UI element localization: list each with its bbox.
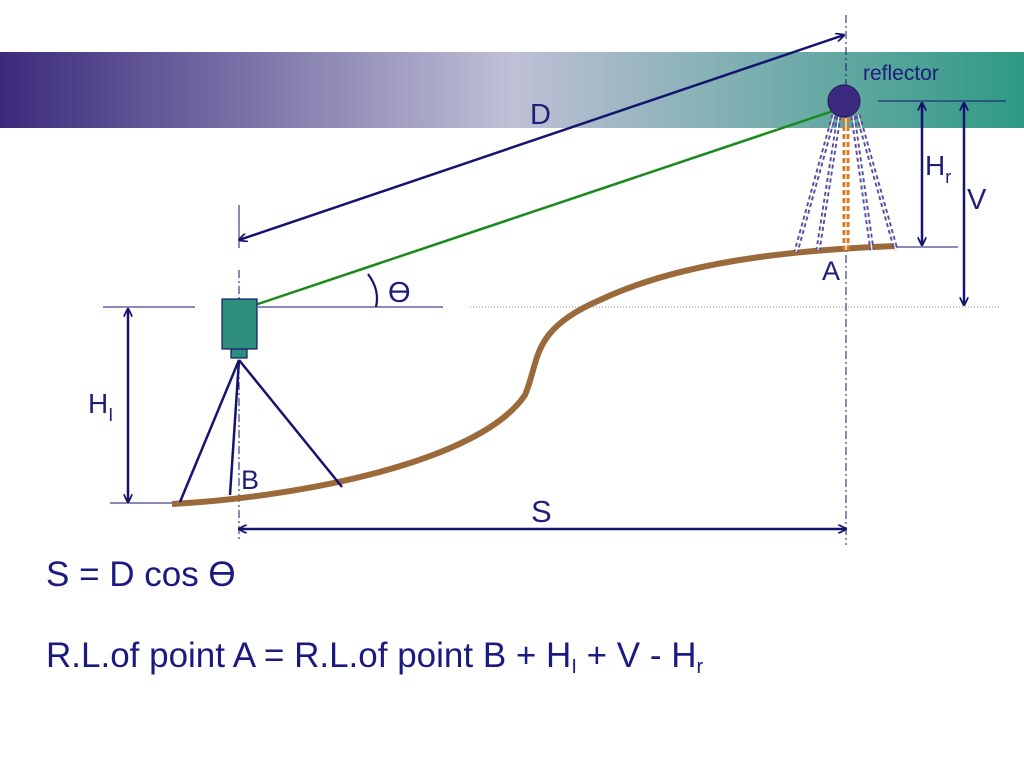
tripod-leg-center	[228, 359, 241, 496]
label-v: V	[967, 184, 987, 216]
label-theta: Ө	[388, 277, 411, 309]
label-point-a: A	[822, 256, 840, 286]
formula-sub-r: r	[696, 656, 704, 678]
tripod-leg-left	[178, 359, 241, 503]
label-d: D	[530, 99, 551, 131]
formula-horizontal-distance: S = D cos Ө	[46, 555, 236, 594]
ground-profile	[171, 243, 896, 507]
dimension-d-arrow	[239, 35, 844, 240]
tripod-leg-right	[238, 359, 343, 488]
label-s: S	[531, 494, 552, 529]
label-reflector: reflector	[863, 62, 939, 85]
label-point-b: B	[241, 465, 259, 495]
label-hr-sub: r	[945, 167, 951, 187]
angle-arc	[367, 273, 379, 308]
label-hi-sub: I	[108, 405, 113, 425]
label-hr: Hr	[925, 150, 951, 187]
instrument-body	[221, 298, 258, 350]
line-of-sight	[254, 108, 837, 307]
formula-sub-i: I	[571, 656, 577, 678]
formula-reduced-level: R.L.of point A = R.L.of point B + HI + V…	[46, 636, 704, 678]
label-hi: HI	[88, 388, 113, 425]
reflector-target	[827, 84, 861, 118]
